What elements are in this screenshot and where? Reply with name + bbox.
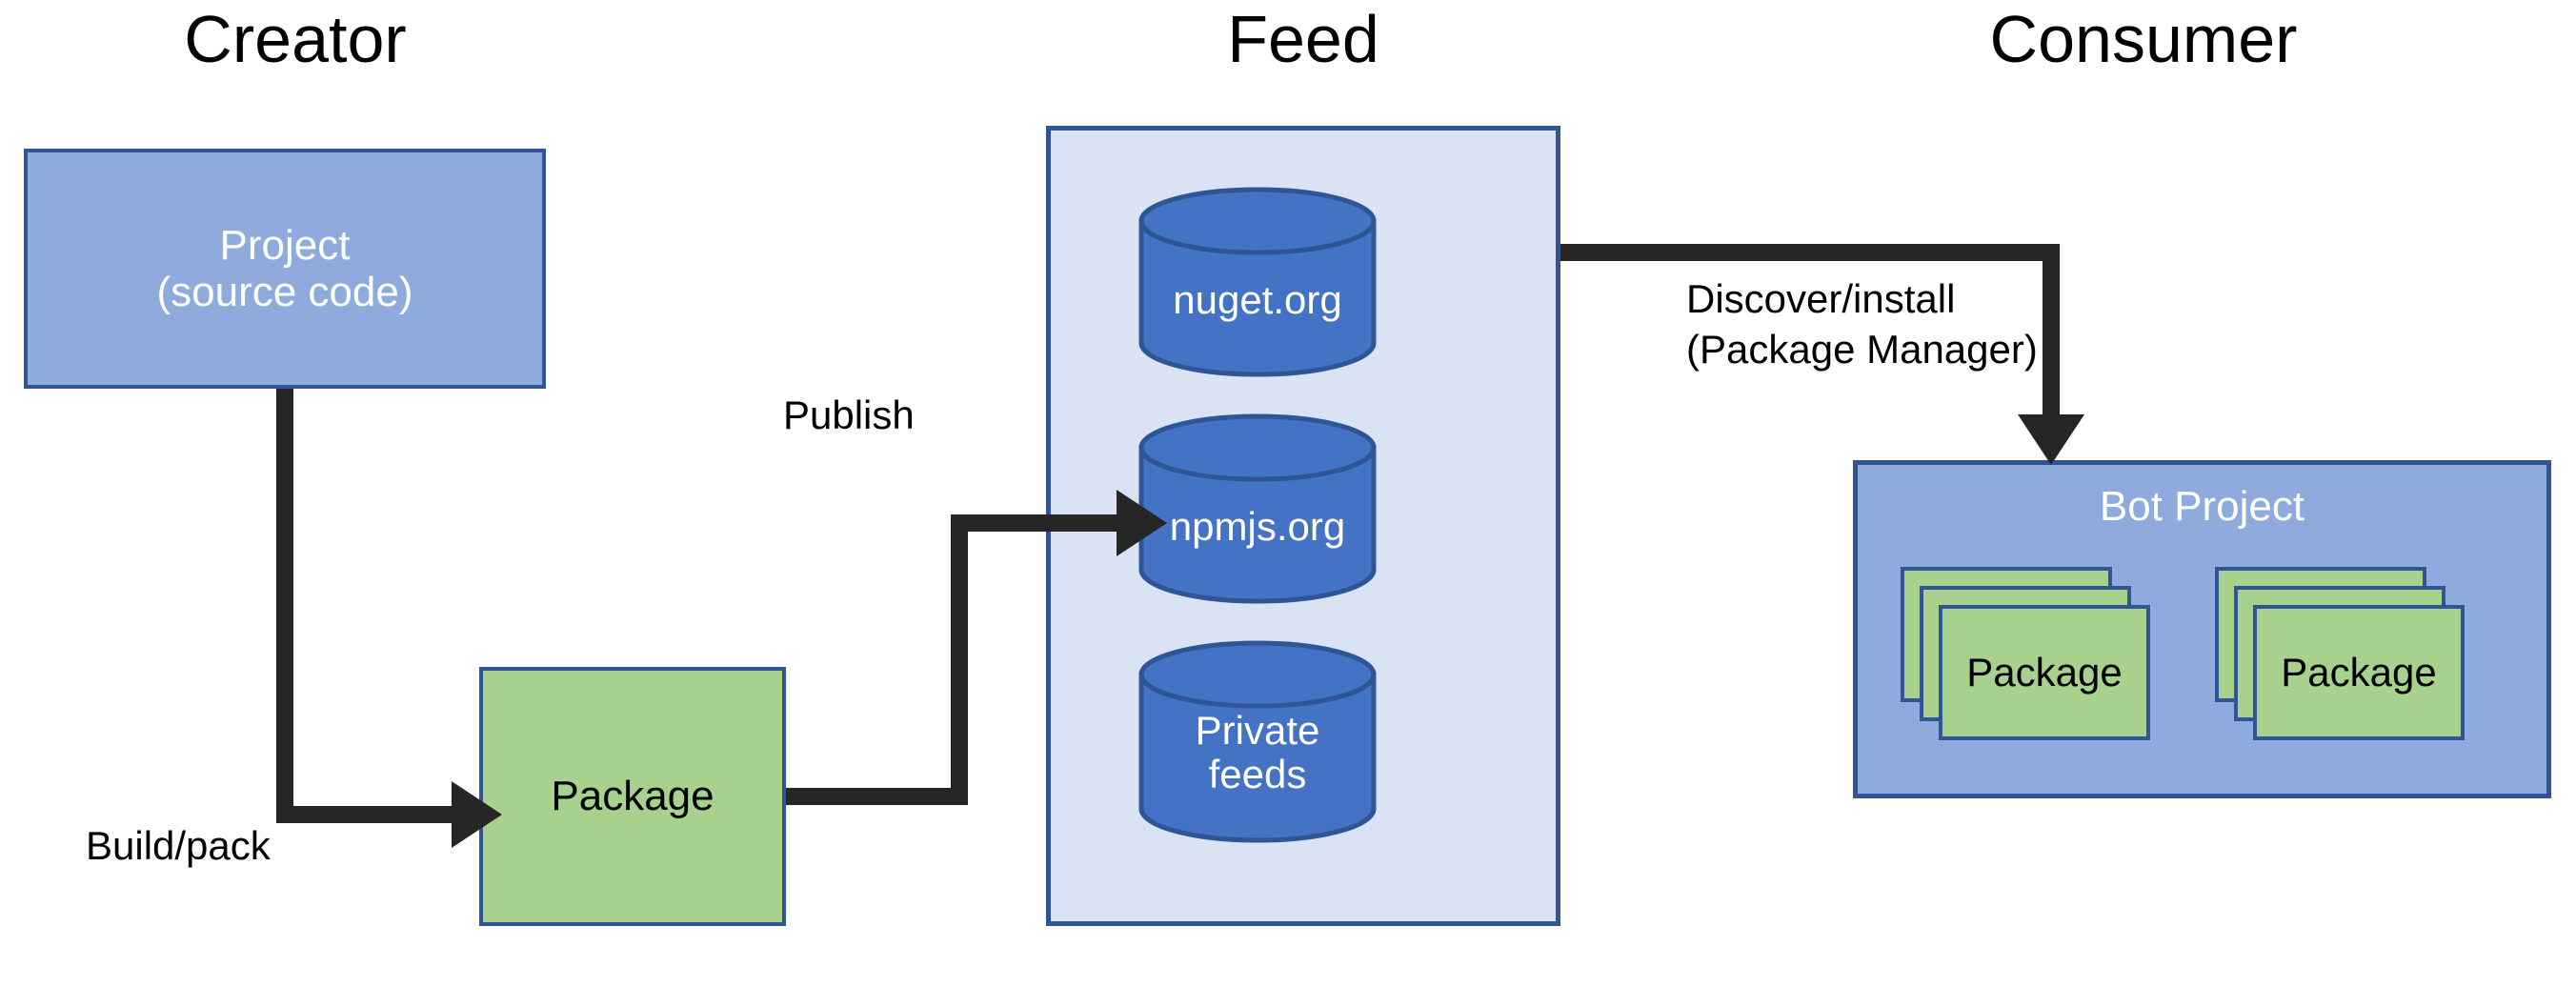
section-title-creator: Creator (184, 2, 407, 76)
package-card-label: Package (2281, 650, 2437, 695)
package-card-label: Package (1966, 650, 2123, 695)
package-card-front[interactable]: Package (1939, 605, 2150, 740)
connector-label-publish: Publish (783, 393, 915, 437)
section-title-consumer: Consumer (1989, 2, 2298, 76)
connector-build-pack (276, 389, 502, 848)
cylinder-shape-icon (1138, 413, 1377, 604)
consumer-package-stack[interactable]: Package (1901, 567, 2150, 740)
cylinder-shape-icon (1138, 640, 1377, 843)
project-source-code-box[interactable]: Project (source code) (24, 149, 546, 389)
section-title-feed: Feed (1227, 2, 1379, 76)
feed-cylinder-private-feeds[interactable]: Private feeds (1138, 640, 1377, 845)
consumer-package-stack[interactable]: Package (2215, 567, 2465, 740)
connector-label-discover-install: Discover/install (Package Manager) (1686, 276, 2038, 372)
package-card-front[interactable]: Package (2253, 605, 2465, 740)
cylinder-shape-icon (1138, 187, 1377, 377)
bot-project-label: Bot Project (2099, 483, 2305, 530)
connector-label-build-pack: Build/pack (86, 823, 271, 868)
feed-cylinder-nuget[interactable]: nuget.org (1138, 187, 1377, 377)
creator-package-box[interactable]: Package (479, 667, 786, 926)
project-box-label: Project (source code) (156, 221, 413, 315)
feed-cylinder-npmjs[interactable]: npmjs.org (1138, 413, 1377, 604)
creator-package-label: Package (551, 773, 714, 820)
